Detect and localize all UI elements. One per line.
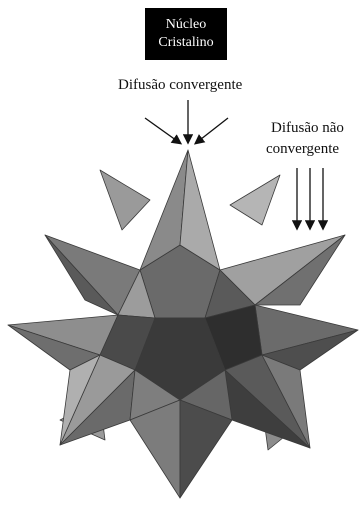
crystalline-nucleus-label-box: Núcleo Cristalino [145, 8, 227, 60]
nucleus-label-line2: Cristalino [145, 34, 227, 52]
non-convergent-diffusion-label-line2: convergente [266, 141, 339, 158]
convergent-arrows [145, 100, 228, 143]
convergent-diffusion-label: Difusão convergente [118, 77, 242, 94]
non-convergent-arrows [297, 168, 323, 228]
non-convergent-diffusion-label-line1: Difusão não [271, 120, 344, 137]
convergent-arrow-left [145, 118, 180, 143]
back-spike-upper-right [230, 175, 280, 225]
nucleus-label-line1: Núcleo [145, 16, 227, 34]
polyhedron [8, 150, 358, 498]
back-spike-upper-left [100, 170, 150, 230]
convergent-arrow-right [196, 118, 228, 143]
